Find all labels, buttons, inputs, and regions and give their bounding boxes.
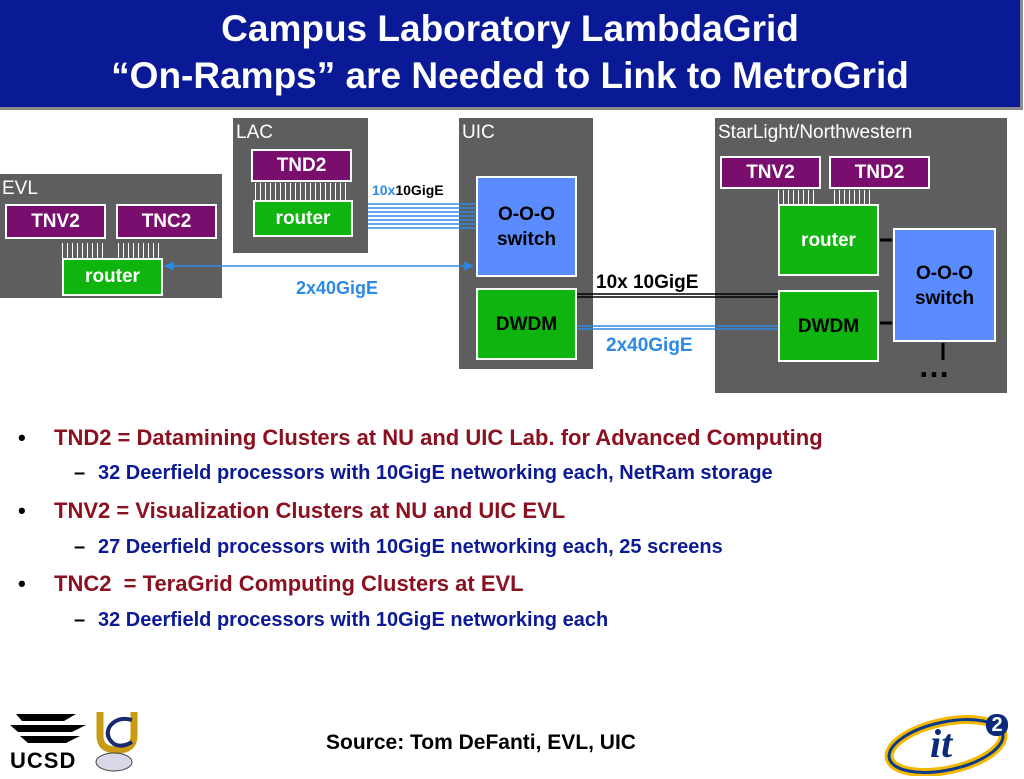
- evl-tnv2-cluster: TNV2: [5, 204, 106, 239]
- uic-label: UIC: [462, 122, 495, 143]
- starlight-tnd2-cluster: TND2: [829, 156, 930, 189]
- evl-uic-link-label: 2x40GigE: [296, 278, 379, 298]
- sub-bullet-marker: –: [74, 462, 86, 484]
- sub-bullet-marker: –: [74, 536, 86, 558]
- evl-tnv2-connectors: [62, 243, 106, 259]
- starlight-tnv2-cluster: TNV2: [720, 156, 821, 189]
- evl-tnc2-cluster: TNC2: [116, 204, 217, 239]
- slide-title-line-1: Campus Laboratory LambdaGrid: [221, 8, 799, 49]
- uc-seal-logo: [92, 706, 142, 774]
- lac-router: router: [253, 200, 353, 237]
- title-bar: Campus Laboratory LambdaGrid “On-Ramps” …: [0, 0, 1023, 110]
- uic-dwdm: DWDM: [476, 288, 577, 360]
- uic-switch-line-1: O-O-O: [498, 204, 555, 225]
- sub-bullet-marker: –: [74, 609, 86, 631]
- starlight-label: StarLight/Northwestern: [718, 122, 913, 143]
- bullet-marker: •: [18, 571, 26, 596]
- ucsd-logo: UCSD: [6, 708, 91, 773]
- uic-ooo-switch: O-O-O switch: [476, 176, 577, 277]
- starlight-tnd2-connectors: [834, 190, 874, 205]
- starlight-switch-line-1: O-O-O: [916, 263, 973, 284]
- bullet-marker: •: [18, 425, 26, 450]
- bullet-tnd2-text: TND2 = Datamining Clusters at NU and UIC…: [54, 425, 823, 450]
- sub-bullet-tnd2-text: 32 Deerfield processors with 10GigE netw…: [98, 462, 773, 484]
- uic-starlight-bottom-link-label: 2x40GigE: [606, 335, 693, 356]
- starlight-router: router: [778, 204, 879, 276]
- starlight-dwdm: DWDM: [778, 290, 879, 362]
- bullet-tnc2-text: TNC2 = TeraGrid Computing Clusters at EV…: [54, 571, 524, 596]
- starlight-ooo-switch: O-O-O switch: [893, 228, 996, 342]
- lac-tnd2-cluster: TND2: [251, 149, 352, 182]
- uc-seal-icon: [95, 712, 138, 772]
- it2-wordmark: it: [930, 721, 953, 766]
- it2-superscript: 2: [986, 714, 1008, 736]
- it2-logo: it 2: [882, 712, 1022, 776]
- lac-uic-link-prefix: 10x: [372, 182, 396, 198]
- lac-tnd2-connectors: [255, 183, 349, 200]
- sub-bullet-tnc2-text: 32 Deerfield processors with 10GigE netw…: [98, 609, 609, 631]
- starlight-ellipsis: …: [918, 348, 950, 384]
- slide-title-line-2: “On-Ramps” are Needed to Link to MetroGr…: [111, 55, 909, 96]
- starlight-tnv2-connectors: [778, 190, 818, 205]
- uic-starlight-top-link-label: 10x 10GigE: [596, 272, 699, 293]
- evl-tnc2-connectors: [118, 243, 162, 259]
- lac-uic-link-label: 10x10GigE: [372, 182, 444, 198]
- bullet-tnv2-text: TNV2 = Visualization Clusters at NU and …: [54, 498, 566, 523]
- sub-bullet-tnv2-text: 27 Deerfield processors with 10GigE netw…: [98, 536, 723, 558]
- starlight-switch-line-2: switch: [914, 288, 975, 309]
- evl-label: EVL: [2, 178, 38, 199]
- lac-label: LAC: [236, 122, 273, 143]
- source-credit: Source: Tom DeFanti, EVL, UIC: [326, 731, 636, 754]
- ucsd-wordmark: UCSD: [10, 748, 77, 773]
- ucsd-emblem-icon: [10, 714, 86, 743]
- bullet-marker: •: [18, 498, 26, 523]
- lac-uic-link-suffix: 10GigE: [395, 182, 444, 198]
- evl-router: router: [62, 258, 163, 296]
- uic-switch-line-2: switch: [496, 229, 557, 250]
